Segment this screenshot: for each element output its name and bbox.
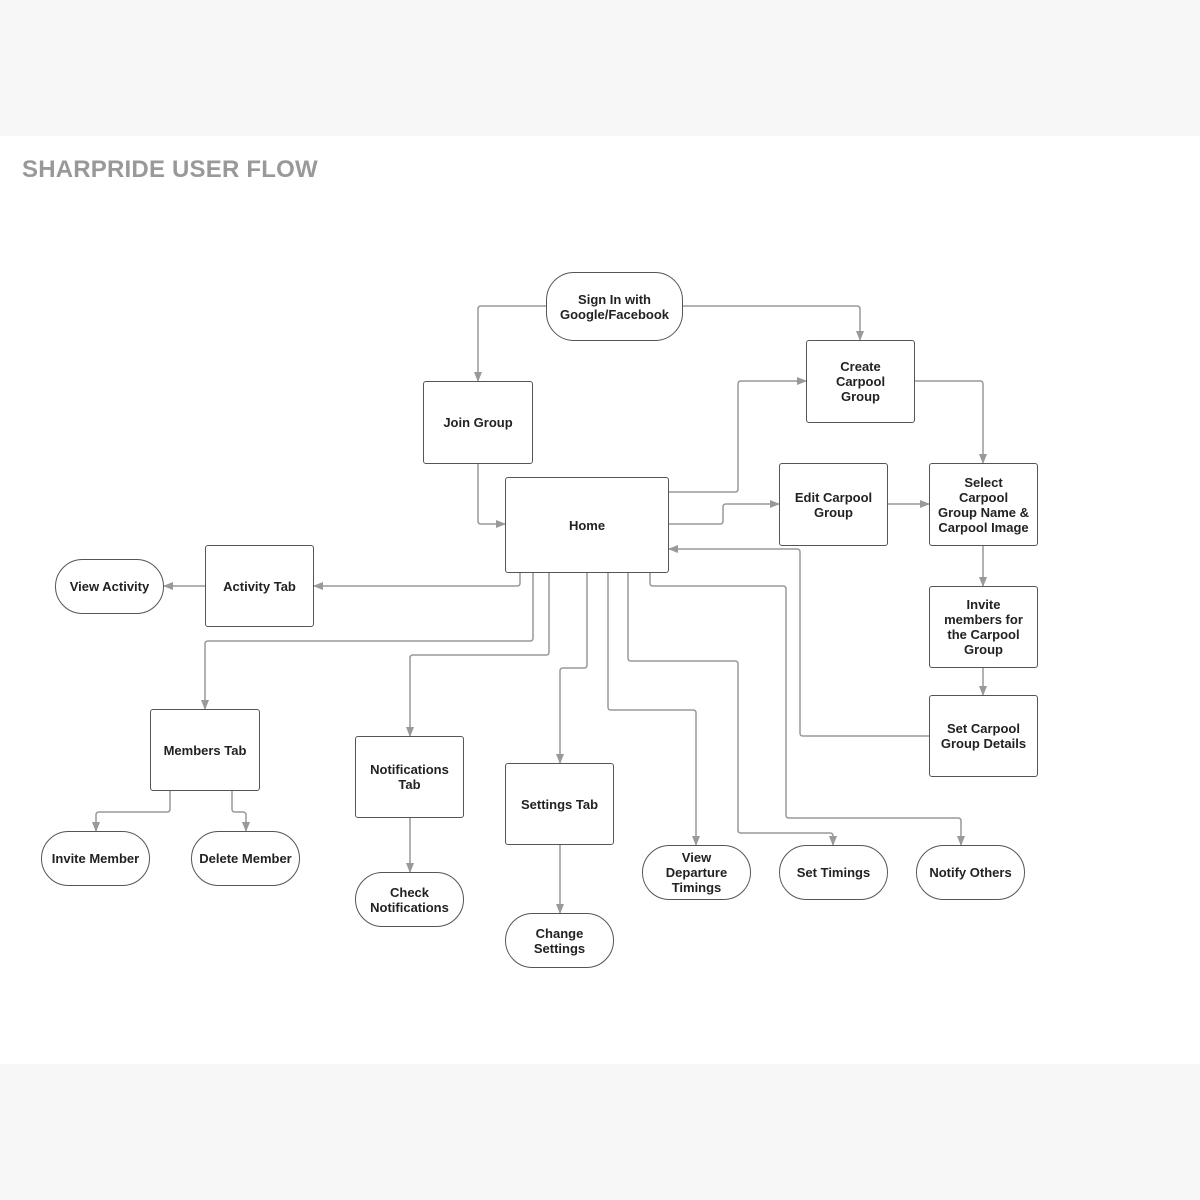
node-set-group-details: Set Carpool Group Details — [929, 695, 1038, 777]
node-view-departure-timings: View Departure Timings — [642, 845, 751, 900]
edge-create-select — [915, 380, 987, 464]
node-check-notifications: Check Notifications — [355, 872, 464, 927]
edge-members-invite — [92, 791, 171, 832]
edge-home-members — [201, 573, 534, 710]
node-set-timings: Set Timings — [779, 845, 888, 900]
edge-home-settimings — [627, 573, 837, 846]
node-invite-members: Invite members for the Carpool Group — [929, 586, 1038, 668]
edge-home-notify — [649, 573, 965, 846]
edge-join-home — [477, 464, 506, 528]
edge-details-home — [668, 545, 929, 737]
node-members-tab: Members Tab — [150, 709, 260, 791]
edge-home-create — [669, 377, 807, 493]
node-settings-tab: Settings Tab — [505, 763, 614, 845]
node-delete-member: Delete Member — [191, 831, 300, 886]
edge-home-edit — [669, 500, 780, 525]
node-notifications-tab: Notifications Tab — [355, 736, 464, 818]
edge-home-activity — [313, 573, 521, 590]
node-select-name-image: Select Carpool Group Name & Carpool Imag… — [929, 463, 1038, 546]
node-activity-tab: Activity Tab — [205, 545, 314, 627]
diagram-title: SHARPRIDE USER FLOW — [22, 156, 318, 183]
node-home: Home — [505, 477, 669, 573]
edge-home-notifications — [406, 573, 550, 737]
edge-home-departure — [607, 573, 700, 846]
node-create-carpool-group: Create Carpool Group — [806, 340, 915, 423]
edge-signin-join — [474, 305, 546, 382]
node-invite-member: Invite Member — [41, 831, 150, 886]
node-join-group: Join Group — [423, 381, 533, 464]
node-notify-others: Notify Others — [916, 845, 1025, 900]
node-change-settings: Change Settings — [505, 913, 614, 968]
edge-home-settings — [556, 573, 588, 764]
node-edit-carpool-group: Edit Carpool Group — [779, 463, 888, 546]
node-sign-in: Sign In with Google/Facebook — [546, 272, 683, 341]
edge-signin-create — [683, 305, 864, 341]
node-view-activity: View Activity — [55, 559, 164, 614]
edge-members-delete — [231, 791, 250, 832]
